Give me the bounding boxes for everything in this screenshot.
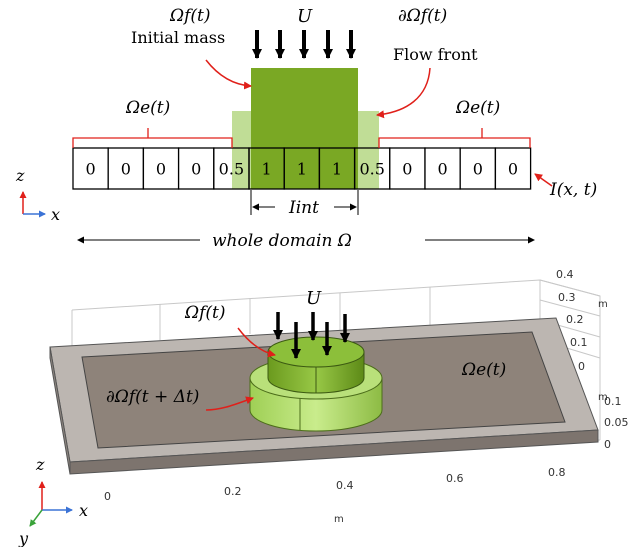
tray-left-side — [49, 346, 71, 475]
y-tick-label: 0.2 — [566, 313, 584, 326]
cell — [107, 147, 145, 190]
x-tick-label: 0.6 — [446, 472, 464, 485]
cell-value: 0 — [121, 160, 131, 179]
cell — [72, 147, 109, 190]
cell-value: 0 — [86, 160, 96, 179]
axis-label-x-top: x — [51, 205, 60, 224]
axis-label-y-bottom: y — [18, 529, 29, 547]
cell-value: 0 — [402, 160, 412, 179]
load-arrows-bottom — [273, 312, 350, 359]
label-boundary-bottom: ∂Ωf(t + Δt) — [106, 387, 199, 407]
load-arrows — [252, 30, 356, 59]
label-omega-f-bottom: Ωf(t) — [184, 303, 225, 323]
y-tick-label: 0.1 — [570, 336, 588, 349]
y-tick-label: 0.4 — [556, 268, 574, 281]
cell — [459, 147, 497, 190]
label-U-bottom: U — [306, 288, 322, 309]
y-tick-label: 0 — [578, 360, 585, 373]
x-tick-label: 0.8 — [548, 466, 566, 479]
label-boundary-top: ∂Ωf(t) — [398, 6, 447, 26]
initial-mass-cylinder — [267, 336, 365, 394]
initial-mass-arrow — [205, 59, 252, 90]
y-unit-label: m — [598, 299, 608, 310]
cell — [177, 147, 215, 190]
interval-dimension — [250, 190, 359, 215]
y-tick-label: 0.3 — [558, 291, 576, 304]
x-tick-label: 0 — [104, 490, 111, 503]
omega-e-left-bracket — [72, 128, 233, 148]
top-panel: 0 0 0 0 0.5 1 1 1 0.5 0 0 0 0 U Ωf(t) Initial mass ∂… — [15, 6, 597, 251]
flow-front-arrow — [376, 67, 431, 119]
cell-value: 0 — [156, 160, 166, 179]
z-tick-label: 0.05 — [604, 416, 629, 429]
cell — [494, 147, 532, 190]
axis-label-z-top: z — [15, 166, 25, 185]
label-omega-f-top: Ωf(t) — [169, 6, 210, 26]
omega-e-right-bracket — [378, 128, 531, 148]
cell-value: 1 — [262, 160, 272, 179]
z-tick-label: 0.1 — [604, 395, 622, 408]
cell-value: 0 — [508, 160, 518, 179]
cell — [389, 147, 426, 190]
label-U-top: U — [297, 6, 313, 27]
label-indicator: I(x, t) — [549, 180, 597, 200]
label-initial-mass: Initial mass — [131, 28, 225, 47]
axis-label-x-bottom: x — [79, 501, 88, 520]
cell — [424, 147, 461, 190]
cell-value: 1 — [332, 160, 342, 179]
axis-triad-top — [19, 191, 46, 218]
z-tick-label: 0 — [604, 438, 611, 451]
cell-value: 0 — [473, 160, 483, 179]
axis-triad-bottom — [29, 481, 73, 527]
cell-value: 0 — [191, 160, 201, 179]
z-unit-label: m — [598, 392, 608, 403]
label-whole-domain: whole domain Ω — [212, 231, 352, 251]
y-tick-labels: 0.4 0.3 0.2 0.1 0 — [556, 268, 588, 373]
cell — [142, 147, 180, 190]
label-interval: Iint — [288, 198, 319, 218]
x-tick-labels: 0 0.2 0.4 0.6 0.8 — [104, 466, 566, 503]
cell-value: 1 — [297, 160, 307, 179]
indicator-arrow — [534, 173, 553, 187]
cell-row: 0 0 0 0 0.5 1 1 1 0.5 0 0 0 0 — [72, 147, 532, 190]
boundary-bottom-arrow — [205, 396, 254, 411]
label-omega-e-right: Ωe(t) — [455, 98, 500, 118]
axis-label-z-bottom: z — [35, 455, 45, 474]
cell-value: 0 — [438, 160, 448, 179]
z-tick-labels: 0.1 0.05 0 — [604, 395, 629, 451]
x-tick-label: 0.4 — [336, 479, 354, 492]
x-unit-label: m — [334, 514, 344, 525]
cell-value: 0.5 — [359, 160, 384, 179]
cell-value: 0.5 — [219, 160, 244, 179]
label-flow-front: Flow front — [393, 45, 478, 64]
omega-f-bottom-arrow — [237, 327, 276, 358]
label-omega-e-bottom: Ωe(t) — [461, 360, 506, 380]
x-tick-label: 0.2 — [224, 485, 242, 498]
initial-mass-block — [251, 68, 358, 189]
label-omega-e-left: Ωe(t) — [125, 98, 170, 118]
